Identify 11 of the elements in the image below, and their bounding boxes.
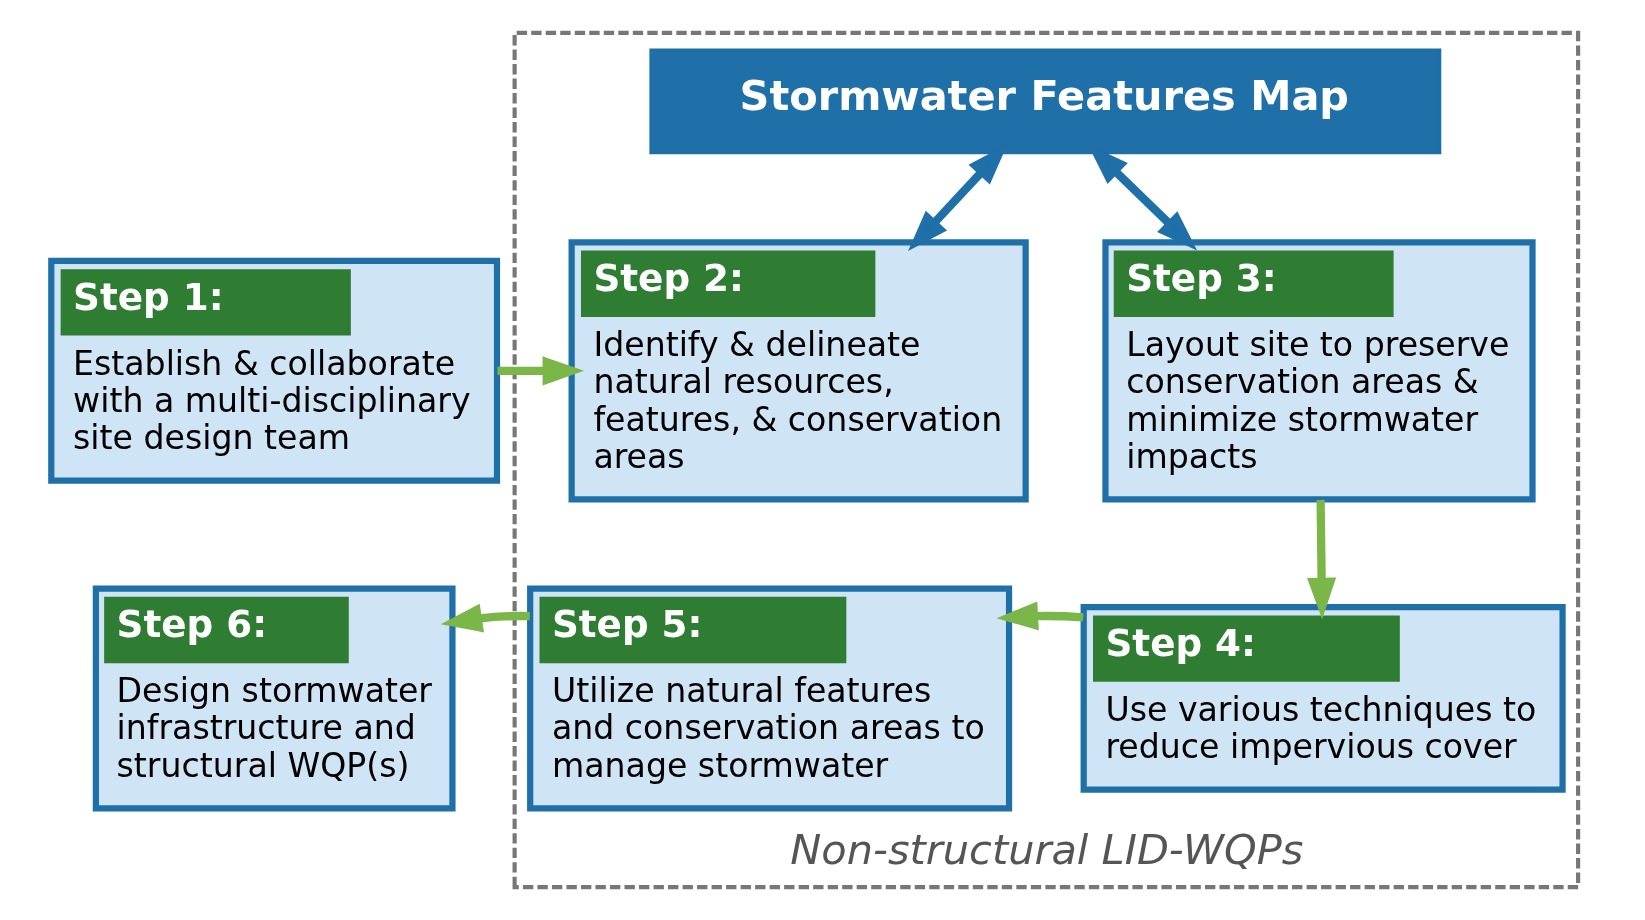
arrow: [440, 603, 530, 633]
node-box: Step 1: Establish & collaborate with a multi-disciplinary site design team: [47, 257, 500, 484]
arrow: [1306, 499, 1336, 620]
arrow: [996, 601, 1084, 631]
node-box: Step 4: Use various techniques to reduce impervious cover: [1080, 604, 1566, 793]
arrow: [496, 356, 584, 386]
node-box: Step 3: Layout site to preserve conservation areas & minimize stormwater impacts: [1101, 239, 1536, 503]
node-box: Step 6: Design stormwater infrastructure and structural WQP(s): [92, 585, 456, 812]
node-box: Step 5: Utilize natural features and conservation areas to manage stormwater: [526, 585, 1012, 812]
node-box: Stormwater Features Map: [648, 48, 1441, 155]
node-box: Step 2: Identify & delineate natural resources, features, & conservation areas: [568, 239, 1029, 503]
